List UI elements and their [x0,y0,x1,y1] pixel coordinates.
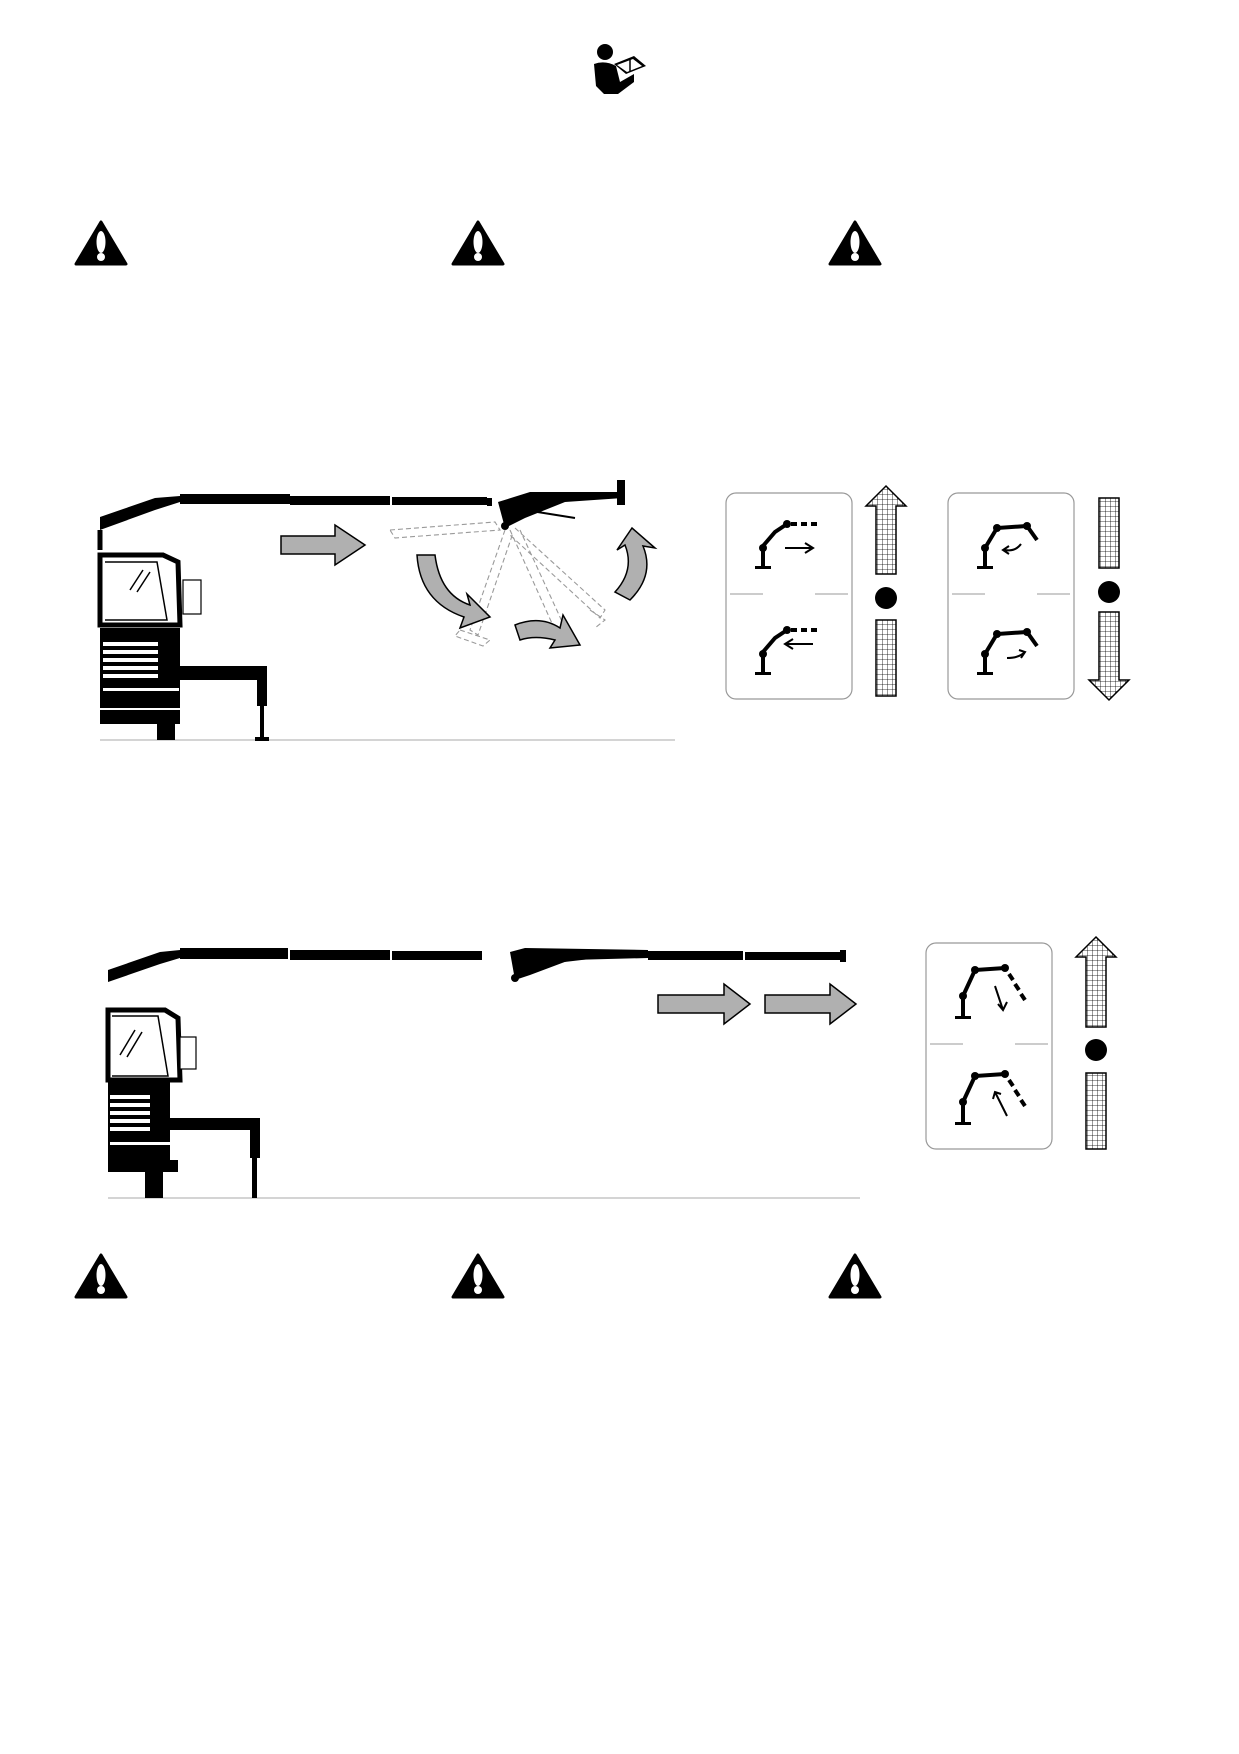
warning-triangle-icon [74,220,128,266]
lever-direction-indicator-jib-angle [1072,935,1120,1155]
warning-triangle-icon [451,220,505,266]
neutral-dot [1098,581,1120,603]
lever-bar-bottom [875,619,897,697]
lever-panel-jib-extension [725,492,855,702]
jib-ghost-positions [389,521,606,647]
lever-panel-jib-angle [925,942,1055,1152]
figure-jib-extended [100,930,870,1210]
jib-raise-icon [977,628,1039,675]
lever-bar-bottom [1085,1072,1107,1150]
straight-right-arrow [280,523,367,567]
read-manual-icon [590,42,648,98]
neutral-dot [875,587,897,609]
warning-triangle-icon [451,1253,505,1299]
jib-retract-in-icon [755,626,817,675]
curved-down-arrow [416,554,492,630]
truck-cab [105,1007,260,1198]
arrow-up-icon [864,484,908,575]
arrow-down-icon [1087,611,1131,702]
lever-direction-indicator-jib-extension [862,484,910,704]
jib-extend-out-icon [755,520,817,569]
straight-right-arrow [764,982,858,1026]
curved-right-arrow [514,612,582,649]
warning-triangle-icon [828,1253,882,1299]
warning-triangle-icon [74,1253,128,1299]
jib-lower-icon [977,522,1039,569]
lever-direction-indicator-jib-fold [1085,496,1133,706]
straight-right-arrow [657,982,752,1026]
truck-cab [97,552,269,741]
jib-tilt-up-icon [955,1070,1027,1125]
lever-panel-jib-fold [947,492,1077,702]
crane-boom [108,948,846,982]
neutral-dot [1085,1039,1107,1061]
lever-bar-top [1098,497,1120,569]
figure-jib-unfolding [95,470,685,750]
crane-boom [97,480,625,550]
arrow-up-icon [1074,935,1118,1028]
warning-triangle-icon [828,220,882,266]
curved-up-arrow [613,526,658,601]
jib-tilt-down-icon [955,964,1027,1019]
